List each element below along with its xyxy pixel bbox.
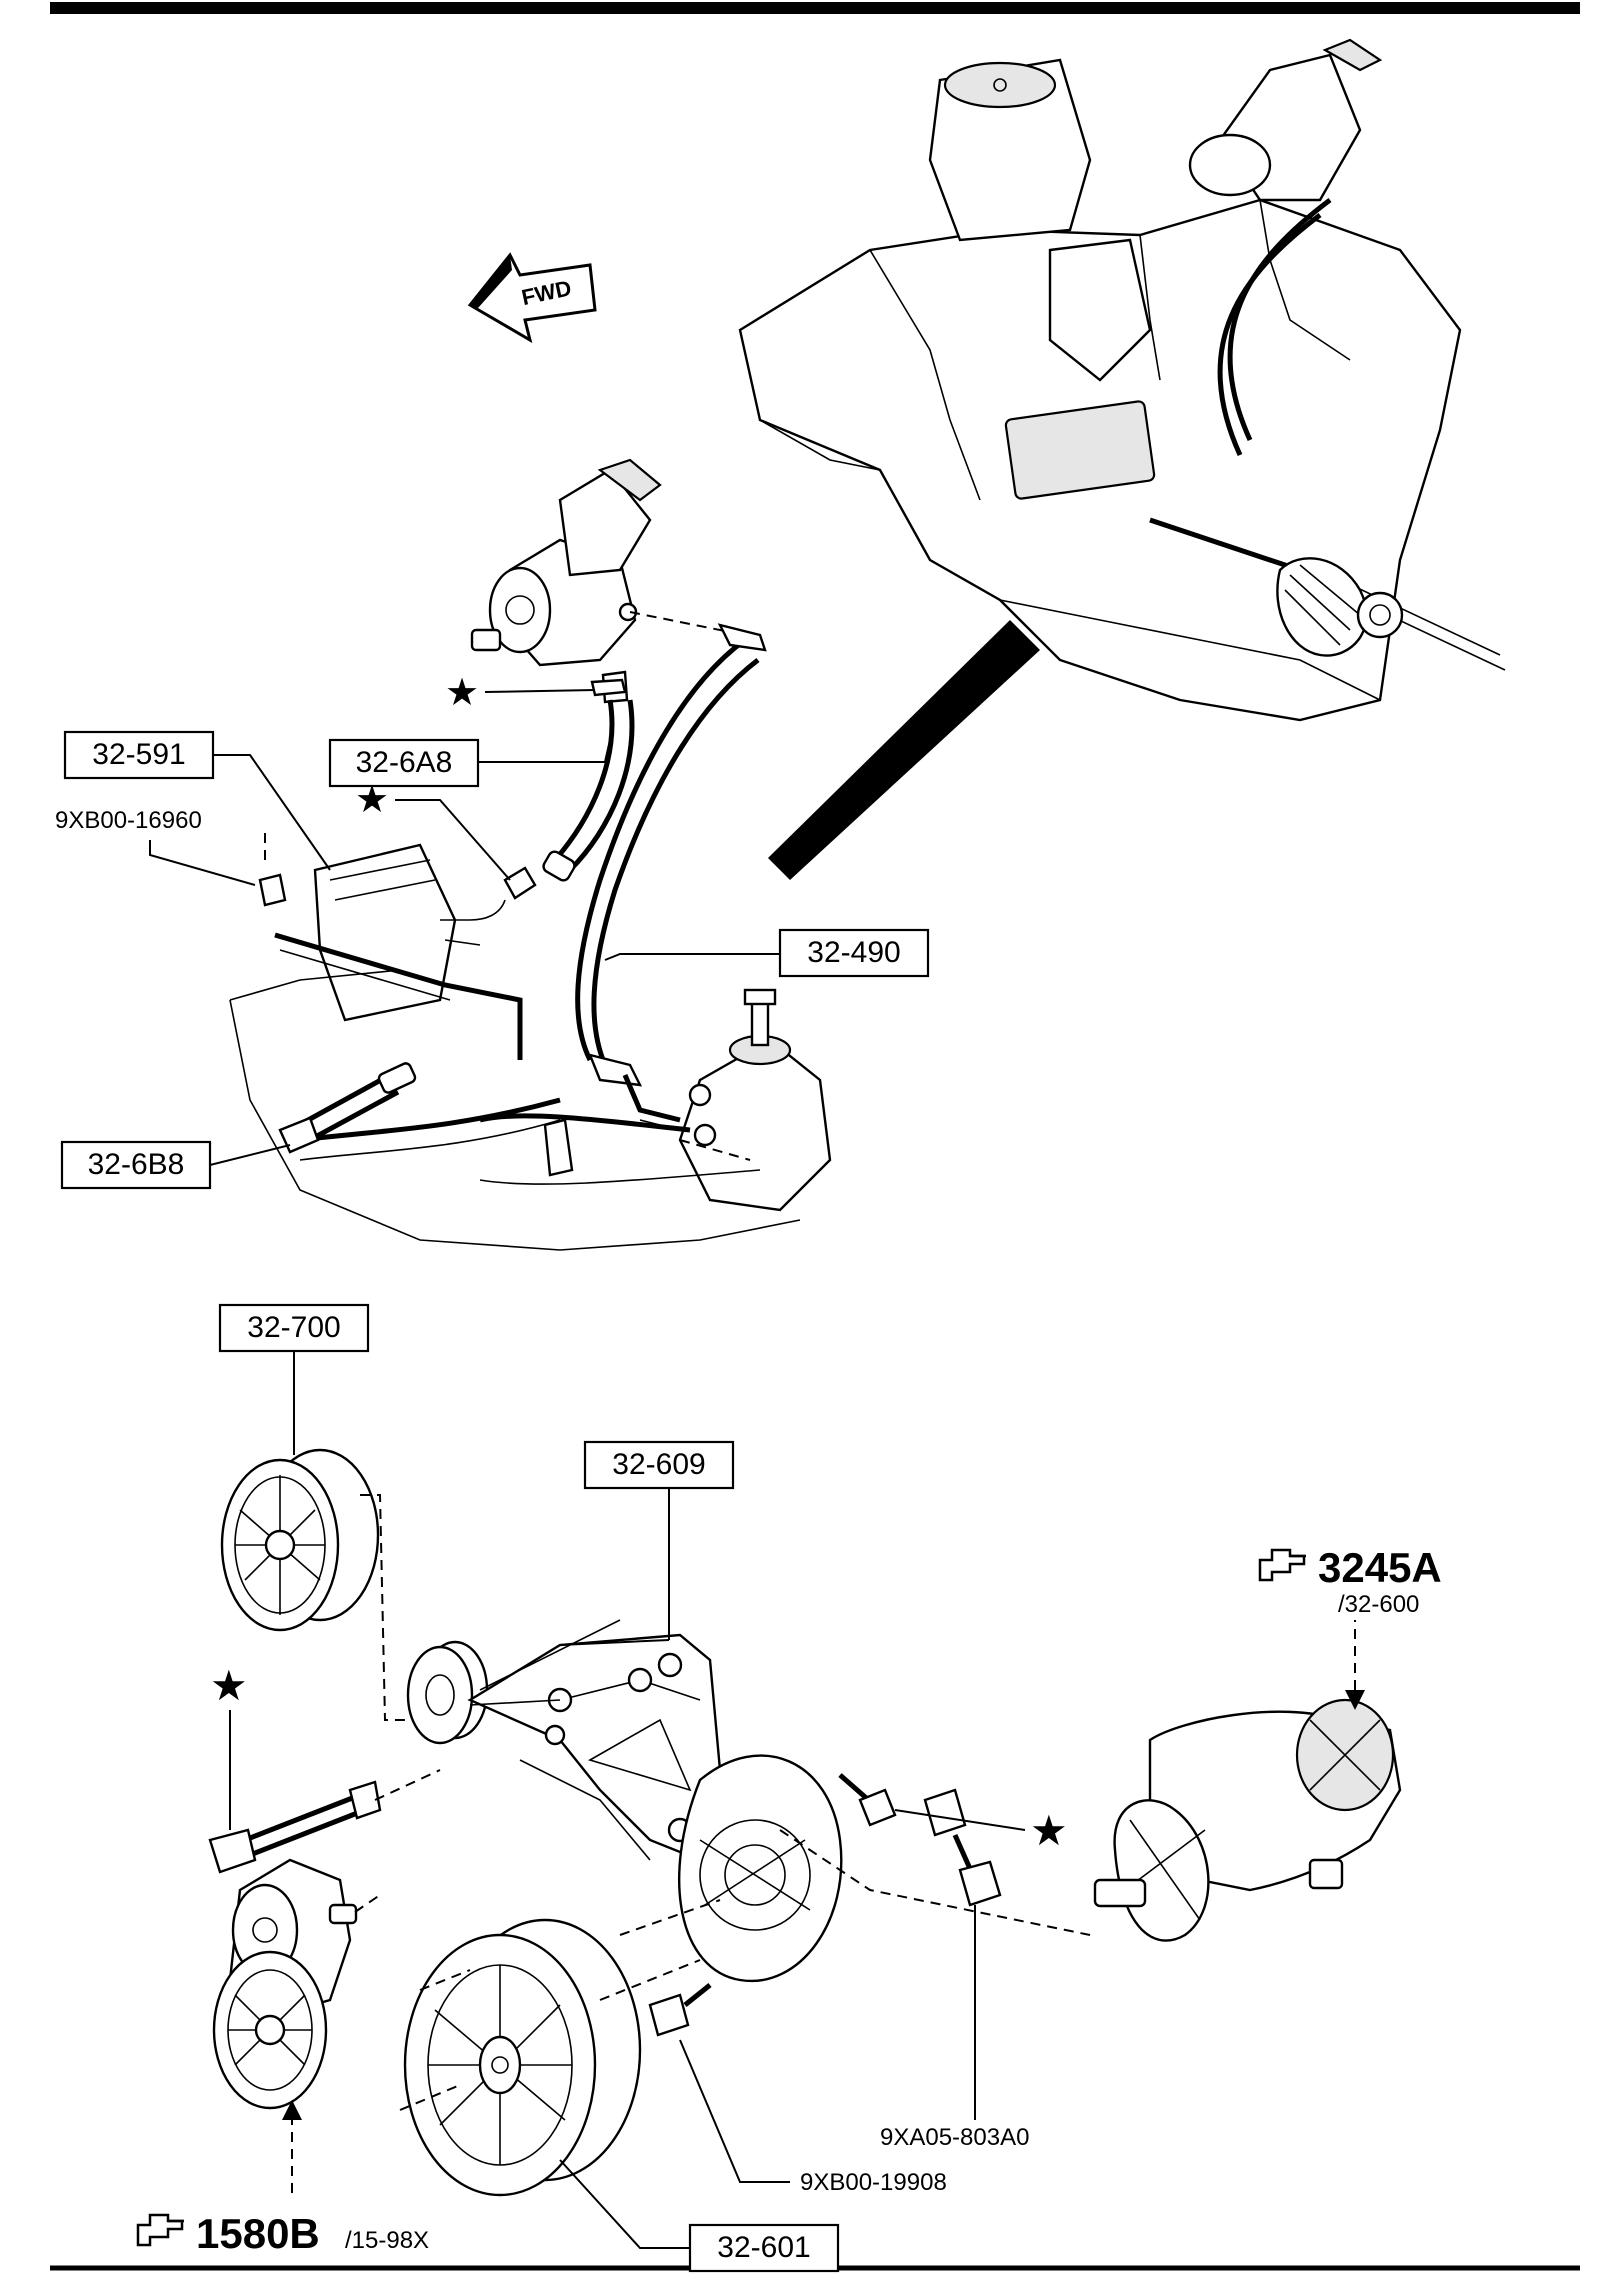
callout-32-591[interactable]: 32-591 (63, 730, 215, 780)
callout-32-6A8[interactable]: 32-6A8 (328, 738, 480, 788)
detail-pointer (768, 620, 1040, 880)
callout-label: 32-609 (612, 1448, 705, 1481)
reference-1580B[interactable]: 1580B /15-98X (136, 2210, 429, 2257)
main-pulley (403, 1918, 642, 2197)
power-steering-pump-upper (470, 458, 662, 667)
reference-code: 1580B (196, 2210, 320, 2257)
callout-32-6B8[interactable]: 32-6B8 (60, 1140, 212, 1190)
callout-label: 32-591 (92, 738, 185, 771)
callout-32-490[interactable]: 32-490 (778, 928, 930, 978)
callout-label: 32-6A8 (356, 746, 453, 779)
star-marker: ★ (1030, 1806, 1068, 1855)
power-steering-pump-lower (1093, 1698, 1402, 1942)
pointing-hand-icon (136, 2213, 184, 2247)
star-marker: ★ (355, 777, 389, 821)
part-number-9XB00-16960: 9XB00-16960 (55, 807, 202, 834)
pump-bracket (467, 1619, 843, 1983)
callout-32-700[interactable]: 32-700 (218, 1303, 370, 1353)
callout-32-609[interactable]: 32-609 (583, 1440, 735, 1490)
oil-cooler (274, 843, 523, 1060)
part-number-9XA05-803A0: 9XA05-803A0 (880, 2124, 1029, 2151)
belt-tensioner (212, 1858, 358, 2110)
reference-code: 3245A (1318, 1544, 1442, 1591)
callout-label: 32-601 (717, 2231, 810, 2264)
callout-label: 32-700 (247, 1311, 340, 1344)
fwd-arrow: FWD (467, 252, 597, 344)
idler-pulley (220, 1448, 380, 1632)
reference-sub: /15-98X (345, 2227, 429, 2254)
star-marker: ★ (210, 1661, 248, 1710)
pointing-hand-icon (1258, 1548, 1306, 1582)
callout-32-601[interactable]: 32-601 (688, 2223, 840, 2273)
reference-sub: /32-600 (1338, 1591, 1419, 1618)
reference-3245A[interactable]: 3245A /32-600 (1258, 1544, 1442, 1618)
part-number-9XB00-19908: 9XB00-19908 (800, 2169, 947, 2196)
steering-gear (229, 969, 832, 1251)
callout-label: 32-6B8 (88, 1148, 185, 1181)
vehicle-frame-overview (738, 38, 1506, 880)
callout-label: 32-490 (807, 936, 900, 969)
star-marker: ★ (445, 670, 479, 714)
